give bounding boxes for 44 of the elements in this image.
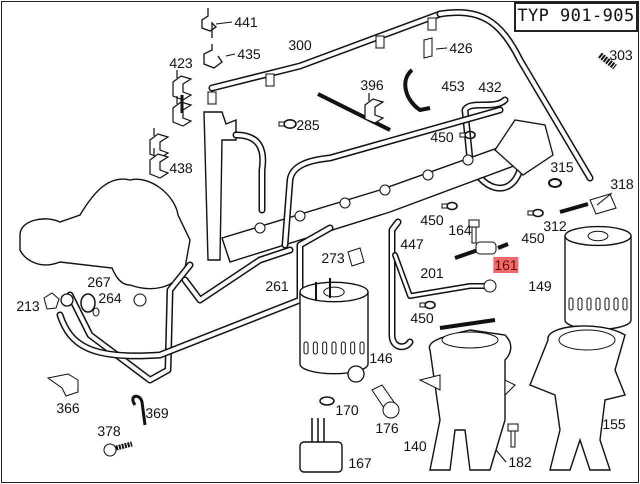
callout-number: 396	[360, 77, 384, 93]
callout-number: 378	[97, 423, 121, 439]
type-range-box: TYP 901-905	[514, 2, 638, 32]
callout-number: 450	[410, 310, 434, 326]
callout-number: 213	[16, 298, 40, 314]
callout-number: 366	[56, 400, 80, 416]
callout-number: 176	[375, 420, 399, 436]
callout-number: 300	[288, 37, 312, 53]
callout-number: 450	[430, 129, 454, 145]
callout-number: 167	[348, 455, 372, 471]
callout-number: 267	[87, 274, 111, 290]
leader-line	[496, 450, 506, 462]
callout-number: 423	[169, 55, 193, 71]
callout-number: 146	[369, 350, 393, 366]
callout-number: 273	[321, 250, 345, 266]
callout-number: 312	[543, 218, 567, 234]
callout-number: 447	[400, 236, 424, 252]
callout-number: 438	[169, 160, 193, 176]
callout-number: 426	[447, 39, 475, 57]
callout-number: 441	[232, 13, 260, 31]
leader-line	[216, 21, 232, 25]
callout-number: 164	[448, 222, 472, 238]
callout-number: 315	[550, 159, 574, 175]
leader-line	[436, 47, 448, 50]
callout-number: 435	[235, 45, 263, 63]
callout-number: 201	[420, 265, 444, 281]
callout-number: 450	[420, 212, 444, 228]
callout-number: 155	[602, 416, 626, 432]
callout-number: 318	[608, 175, 636, 193]
callout-number: 161	[493, 257, 519, 273]
callout-number: 264	[98, 290, 122, 306]
callout-number: 182	[506, 453, 534, 471]
leader-line	[596, 192, 612, 206]
callout-number: 303	[609, 47, 633, 63]
callout-number: 140	[403, 438, 427, 454]
leader-line	[226, 53, 236, 57]
callout-number: 453	[441, 78, 465, 94]
callout-number: 170	[335, 402, 359, 418]
callout-number: 285	[296, 117, 320, 133]
callout-number: 450	[521, 230, 545, 246]
callout-number: 261	[265, 278, 289, 294]
callout-number: 369	[145, 405, 169, 421]
callout-number: 149	[528, 278, 552, 294]
callout-number: 432	[478, 79, 502, 95]
